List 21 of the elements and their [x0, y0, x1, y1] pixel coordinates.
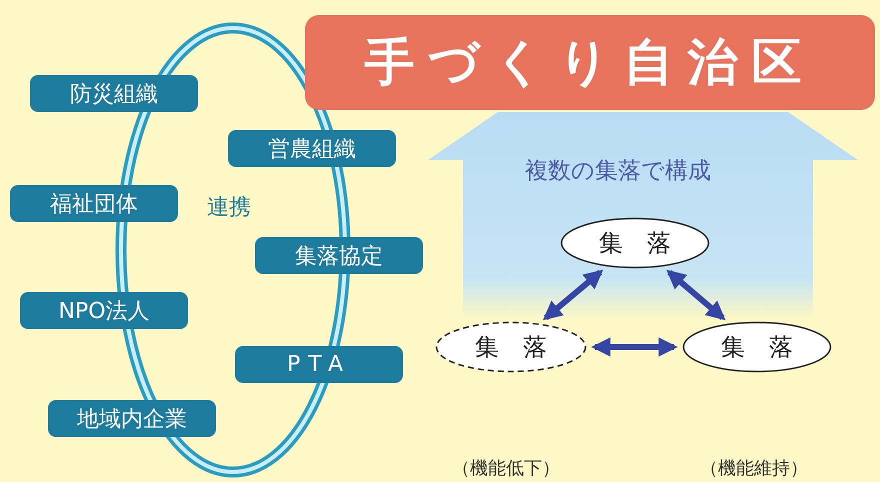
label-text: 連携 [207, 194, 251, 222]
village-ellipse [560, 217, 710, 269]
organization-box: 福祉団体 [10, 185, 178, 222]
title-banner: 手づくり自治区 [305, 15, 875, 110]
heading-text: 複数の集落で構成 [525, 157, 711, 186]
organization-box: 地域内企業 [48, 400, 216, 437]
organization-box: NPO法人 [20, 292, 188, 329]
organization-box: 防災組織 [30, 75, 198, 112]
village-ellipse [435, 321, 587, 373]
double-arrow [542, 270, 604, 320]
node-label: 集 落 [599, 228, 671, 259]
node-label: 集 落 [475, 332, 547, 363]
caption-text: （機能低下） [452, 457, 560, 480]
village-ellipse [682, 321, 832, 373]
organization-box: PTA [235, 346, 403, 383]
organization-box: 営農組織 [228, 130, 396, 167]
node-label: 集 落 [721, 332, 793, 363]
caption-text: （機能維持） [700, 457, 808, 480]
organization-box: 集落協定 [255, 237, 423, 274]
double-arrow [591, 337, 678, 357]
double-arrow [666, 270, 726, 320]
